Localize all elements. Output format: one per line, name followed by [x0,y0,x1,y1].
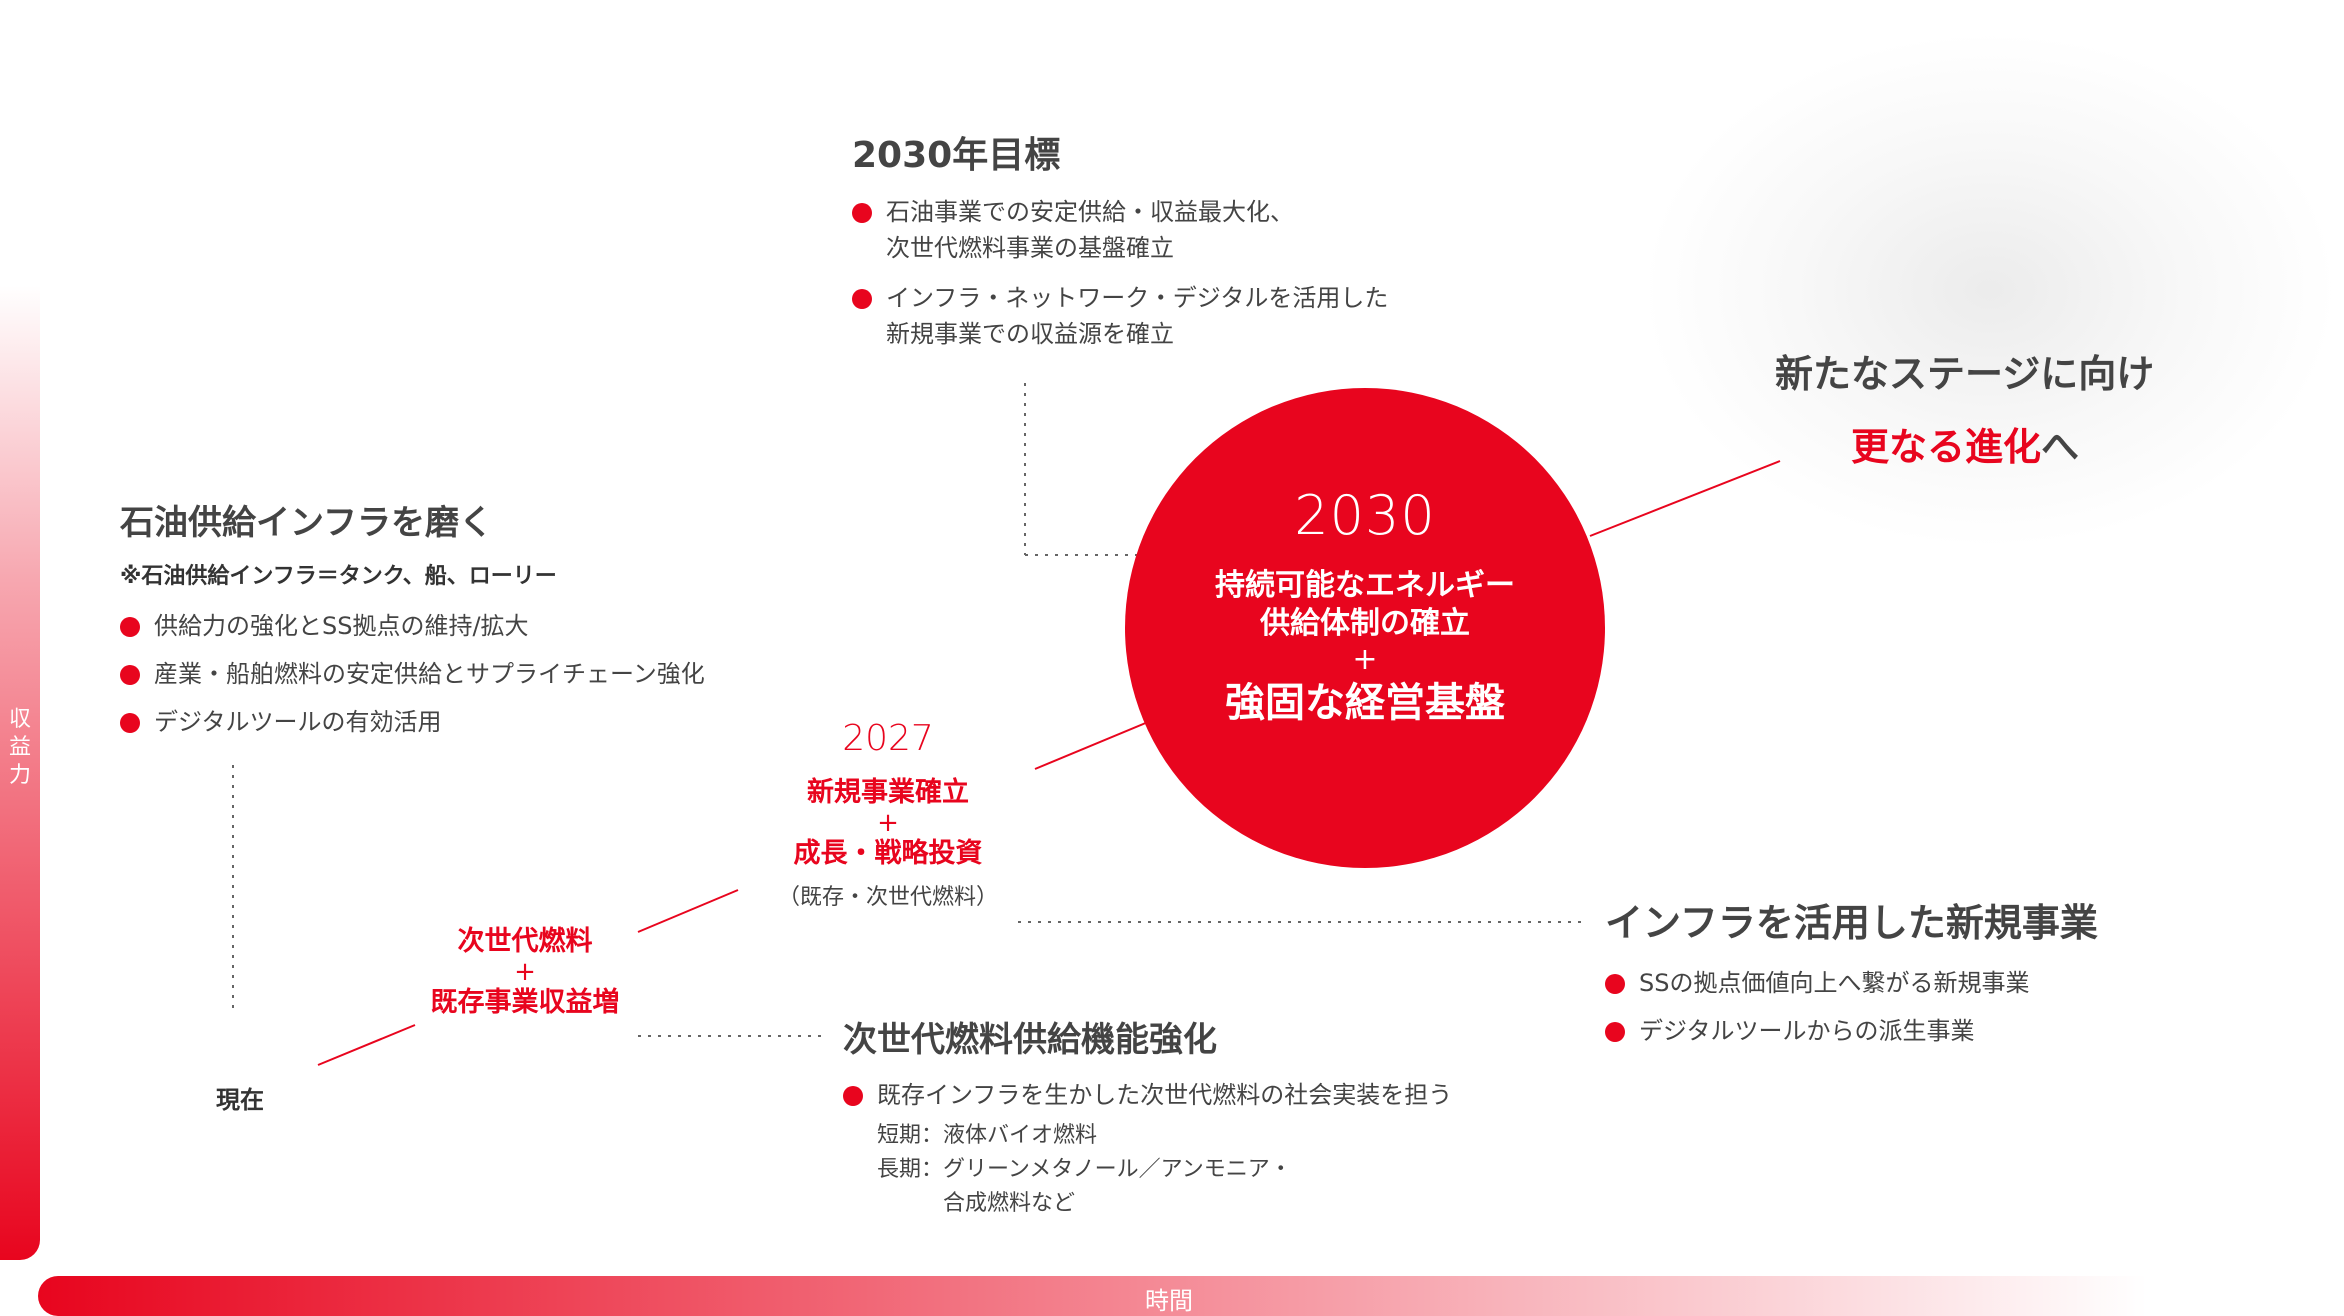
goal-2030-list: 石油事業での安定供給・収益最大化、 次世代燃料事業の基盤確立 インフラ・ネットワ… [852,194,1388,352]
growth-line-segment-4 [1589,460,1781,537]
next-fuel-long-term: 長期：グリーンメタノール／アンモニア・ 合成燃料など [877,1157,1292,1216]
next-fuel-list: 既存インフラを生かした次世代燃料の社会実装を担う [843,1077,1452,1113]
infra-new-business-bullet: デジタルツールからの派生事業 [1605,1013,2098,1049]
infra-new-business-list: SSの拠点価値向上へ繋がる新規事業 デジタルツールからの派生事業 [1605,965,2098,1049]
x-axis-label: 時間 [1145,1287,1193,1315]
goal-2030-block: 2030年目標 石油事業での安定供給・収益最大化、 次世代燃料事業の基盤確立 イ… [852,126,1388,366]
new-stage-block: 新たなステージに向け 更なる進化へ [1775,343,2154,471]
circle-line2: 供給体制の確立 [1260,606,1470,641]
milestone-2027-plus: + [877,808,899,838]
oil-infra-list: 供給力の強化とSS拠点の維持/拡大 産業・船舶燃料の安定供給とサプライチェーン強… [120,608,705,740]
oil-infra-title: 石油供給インフラを磨く [120,503,493,543]
milestone-mid-line1: 次世代燃料 [457,926,593,957]
oil-infra-block: 石油供給インフラを磨く ※石油供給インフラ＝タンク、船、ローリー 供給力の強化と… [120,495,705,752]
oil-infra-bullet: デジタルツールの有効活用 [120,704,705,740]
next-fuel-bullet: 既存インフラを生かした次世代燃料の社会実装を担う [843,1077,1452,1113]
goal-2030-title: 2030年目標 [852,135,1061,176]
circle-plus: + [1352,642,1378,677]
infra-new-business-title: インフラを活用した新規事業 [1605,901,2098,945]
infra-new-business-bullet: SSの拠点価値向上へ繋がる新規事業 [1605,965,2098,1001]
bullet-dot-icon [852,203,872,223]
growth-line-segment-1 [317,1024,416,1066]
milestone-2027: 2027 新規事業確立 + 成長・戦略投資 （既存・次世代燃料） [758,718,1018,911]
bullet-dot-icon [1605,974,1625,994]
next-fuel-short-term: 短期：液体バイオ燃料 [877,1123,1098,1148]
bullet-dot-icon [852,289,872,309]
bullet-dot-icon [843,1086,863,1106]
milestone-2027-note: （既存・次世代燃料） [777,885,998,910]
milestone-mid-plus: + [514,957,536,987]
milestone-mid: 次世代燃料 + 既存事業収益増 [415,926,635,1020]
new-stage-line1: 新たなステージに向け [1775,352,2155,396]
growth-line-segment-2 [637,889,739,933]
milestone-2027-line2: 成長・戦略投資 [793,838,983,869]
bullet-dot-icon [120,665,140,685]
oil-infra-note: ※石油供給インフラ＝タンク、船、ローリー [120,564,557,589]
circle-year: 2030 [1294,484,1436,547]
circle-line3: 強固な経営基盤 [1225,680,1505,726]
growth-line-segment-3 [1034,721,1149,770]
bullet-dot-icon [120,617,140,637]
milestone-2027-line1: 新規事業確立 [807,777,969,808]
next-fuel-block: 次世代燃料供給機能強化 既存インフラを生かした次世代燃料の社会実装を担う 短期：… [843,1012,1452,1221]
circle-line1: 持続可能なエネルギー [1215,568,1515,603]
oil-infra-bullet: 産業・船舶燃料の安定供給とサプライチェーン強化 [120,656,705,692]
y-axis-label: 収益力 [8,707,31,788]
infra-new-business-block: インフラを活用した新規事業 SSの拠点価値向上へ繋がる新規事業 デジタルツールか… [1605,892,2098,1061]
milestone-2027-year: 2027 [842,718,934,759]
y-axis-bar [0,285,40,1260]
goal-2030-bullet: インフラ・ネットワーク・デジタルを活用した 新規事業での収益源を確立 [852,280,1388,352]
bullet-dot-icon [1605,1022,1625,1042]
milestone-mid-line2: 既存事業収益増 [430,987,620,1018]
next-fuel-title: 次世代燃料供給機能強化 [843,1020,1217,1060]
circle-2030: 2030 持続可能なエネルギー 供給体制の確立 + 強固な経営基盤 [1125,388,1605,868]
x-axis-bar [38,1276,2148,1316]
new-stage-line2: 更なる進化へ [1851,425,2080,469]
goal-2030-bullet: 石油事業での安定供給・収益最大化、 次世代燃料事業の基盤確立 [852,194,1388,266]
bullet-dot-icon [120,713,140,733]
oil-infra-bullet: 供給力の強化とSS拠点の維持/拡大 [120,608,705,644]
background-glow [1640,30,2340,550]
current-label: 現在 [216,1086,264,1114]
